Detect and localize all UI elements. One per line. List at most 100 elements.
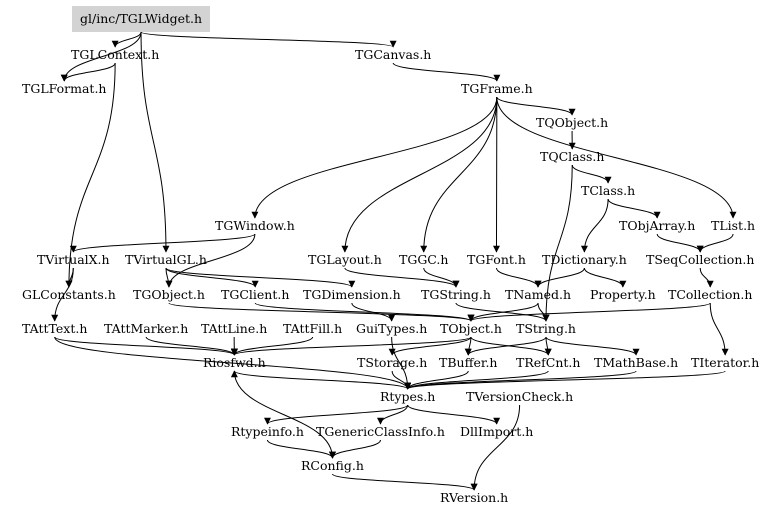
node-gclient[interactable]: TGClient.h: [221, 287, 290, 302]
node-tnamed[interactable]: TNamed.h: [505, 287, 572, 302]
edge-gframe-to-gwindow: [251, 96, 498, 219]
edge-virtualx-to-atttext: [51, 267, 74, 322]
edge-tobject-to-storage: [388, 336, 472, 356]
edge-tnamed-to-tstring: [537, 302, 550, 322]
edge-gcanvas-to-gframe: [392, 62, 501, 82]
node-tlist[interactable]: TList.h: [711, 218, 756, 233]
node-tclass[interactable]: TClass.h: [581, 183, 636, 198]
node-atttext[interactable]: TAttText.h: [22, 321, 88, 336]
edge-guitypes-to-rtypes: [391, 336, 412, 390]
node-gobject[interactable]: TGObject.h: [133, 287, 205, 302]
edge-root-to-glformat: [60, 31, 142, 82]
node-rconfig[interactable]: RConfig.h: [301, 458, 364, 473]
node-gdimension[interactable]: TGDimension.h: [303, 287, 401, 302]
edge-mathbase-to-rtypes: [404, 370, 637, 390]
edge-attfill-to-riosfwd: [230, 336, 314, 356]
edge-dictionary-to-property: [583, 267, 627, 288]
edge-qclass-to-tclass: [571, 164, 612, 184]
node-qobject[interactable]: TQObject.h: [536, 115, 609, 130]
edge-glayout-to-gstring: [344, 267, 460, 288]
edge-atttext-to-riosfwd: [54, 336, 238, 356]
edge-virtualgl-to-gdimension: [165, 267, 356, 288]
edge-rtypes-to-riosfwd: [230, 370, 409, 390]
edge-rtypes-to-rtypeinfo: [264, 404, 409, 425]
node-versioncheck[interactable]: TVersionCheck.h: [466, 389, 574, 404]
node-storage[interactable]: TStorage.h: [357, 355, 428, 370]
edge-objarray-to-seqcoll: [656, 233, 704, 253]
edge-gdimension-to-guitypes: [351, 302, 396, 322]
node-mathbase[interactable]: TMathBase.h: [594, 355, 679, 370]
edge-tlist-to-seqcoll: [696, 233, 734, 253]
edge-qclass-to-tstring: [542, 164, 573, 322]
node-glcontext[interactable]: TGLContext.h: [71, 47, 160, 62]
edge-tclass-to-objarray: [607, 198, 661, 219]
edge-rtypeinfo-to-rconfig: [266, 439, 336, 459]
node-collection[interactable]: TCollection.h: [668, 287, 753, 302]
node-gcanvas[interactable]: TGCanvas.h: [355, 47, 432, 62]
edge-tobject-to-riosfwd: [231, 336, 472, 356]
edge-genericclassinfo-to-rconfig: [328, 439, 381, 459]
node-gframe[interactable]: TGFrame.h: [461, 81, 533, 96]
node-guitypes[interactable]: GuiTypes.h: [356, 321, 428, 336]
edge-tstring-to-refcnt: [544, 336, 552, 356]
edge-atttext-to-rtypes: [54, 336, 412, 390]
edge-virtualgl-to-gclient: [165, 267, 259, 288]
edge-gobject-to-tobject: [168, 302, 475, 322]
edge-glcontext-to-glformat: [60, 62, 116, 82]
node-tobject[interactable]: TObject.h: [440, 321, 502, 336]
node-attmarker[interactable]: TAttMarker.h: [104, 321, 189, 336]
node-refcnt[interactable]: TRefCnt.h: [516, 355, 581, 370]
node-rtypes[interactable]: Rtypes.h: [380, 389, 436, 404]
edge-tnamed-to-tobject: [467, 302, 539, 322]
node-attfill[interactable]: TAttFill.h: [283, 321, 343, 336]
edge-gwindow-to-virtualx: [69, 233, 256, 253]
node-rversion[interactable]: RVersion.h: [440, 490, 509, 505]
edge-refcnt-to-rtypes: [404, 370, 549, 390]
node-gstring[interactable]: TGString.h: [421, 287, 491, 302]
edge-tstring-to-mathbase: [545, 336, 640, 356]
node-dllimport[interactable]: DllImport.h: [460, 424, 534, 439]
node-glayout[interactable]: TGLayout.h: [308, 252, 382, 267]
node-virtualx[interactable]: TVirtualX.h: [37, 252, 110, 267]
node-gwindow[interactable]: TGWindow.h: [215, 218, 295, 233]
edge-rconfig-to-rversion: [331, 473, 478, 491]
node-iterator[interactable]: TIterator.h: [691, 355, 760, 370]
node-qclass[interactable]: TQClass.h: [540, 149, 605, 164]
node-glformat[interactable]: TGLFormat.h: [22, 81, 107, 96]
node-rtypeinfo[interactable]: Rtypeinfo.h: [231, 424, 304, 439]
edge-gclient-to-tobject: [254, 302, 475, 322]
edge-seqcoll-to-collection: [699, 267, 714, 288]
node-tstring[interactable]: TString.h: [516, 321, 576, 336]
edge-gframe-to-qobject: [496, 96, 576, 116]
node-property[interactable]: Property.h: [590, 287, 656, 302]
node-dictionary[interactable]: TDictionary.h: [542, 252, 627, 267]
node-virtualgl[interactable]: TVirtualGL.h: [125, 252, 207, 267]
node-glconst[interactable]: GLConstants.h: [22, 287, 116, 302]
edge-gframe-to-glayout: [341, 96, 498, 253]
edge-iterator-to-rtypes: [404, 370, 726, 390]
edge-rtypes-to-dllimport: [407, 404, 501, 425]
edge-gfont-to-tnamed: [495, 267, 542, 288]
edge-root-to-virtualgl: [140, 31, 170, 253]
edge-gframe-to-ggc: [420, 96, 498, 253]
edge-root-to-glcontext: [111, 31, 142, 48]
edge-root-to-gcanvas: [140, 31, 397, 48]
edge-collection-to-tobject: [467, 302, 711, 322]
node-gfont[interactable]: TGFont.h: [467, 252, 526, 267]
edge-virtualgl-to-gobject: [165, 267, 173, 288]
edge-versioncheck-to-rversion: [470, 404, 521, 491]
node-ggc[interactable]: TGGC.h: [399, 252, 449, 267]
node-attline[interactable]: TAttLine.h: [201, 321, 268, 336]
node-genericclassinfo[interactable]: TGenericClassInfo.h: [316, 424, 445, 439]
node-seqcoll[interactable]: TSeqCollection.h: [646, 252, 755, 267]
edge-riosfwd-to-rconfig: [233, 370, 336, 459]
node-root[interactable]: gl/inc/TGLWidget.h: [72, 6, 211, 32]
edge-tclass-to-dictionary: [580, 198, 609, 253]
edge-rtypes-to-genericclassinfo: [376, 404, 409, 425]
node-objarray[interactable]: TObjArray.h: [619, 218, 696, 233]
node-buffer[interactable]: TBuffer.h: [439, 355, 498, 370]
edge-ggc-to-gstring: [423, 267, 460, 288]
node-riosfwd[interactable]: Riosfwd.h: [203, 355, 266, 370]
